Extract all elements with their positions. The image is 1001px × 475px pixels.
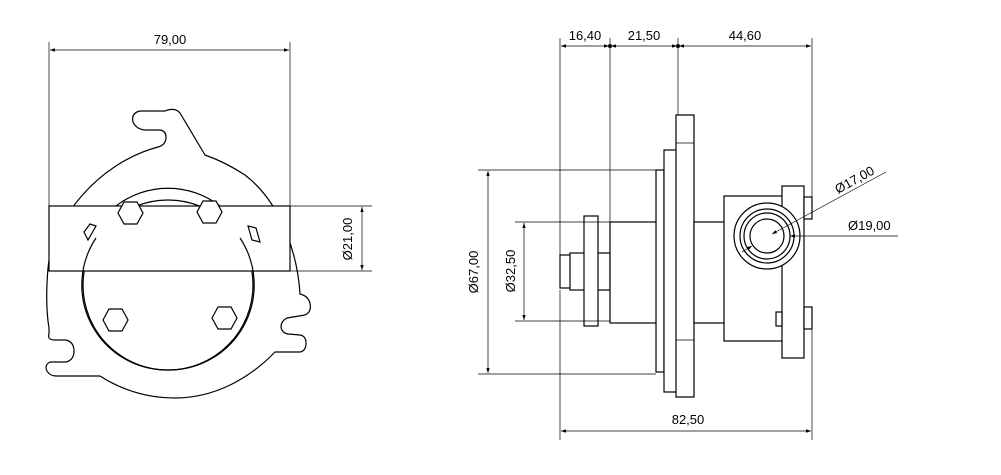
bolt-head-top-right	[196, 200, 223, 224]
housing-lower-arc	[81, 237, 255, 371]
dim-width-label: 79,00	[154, 32, 187, 47]
pump-body	[609, 221, 661, 324]
dim-hub-diameter-label: Ø32,50	[503, 250, 518, 293]
mounting-flange	[675, 114, 695, 398]
dim-overall-length-label: 82,50	[672, 412, 705, 427]
dim-shaft-diameter-label: Ø21,00	[340, 218, 355, 261]
bolt-head-bottom-left	[102, 308, 129, 332]
port-bore	[749, 218, 785, 254]
flange-plate	[655, 169, 665, 373]
front-view: 79,00 Ø21,00	[45, 32, 372, 399]
bolt-head-top-left	[117, 201, 144, 225]
rear-flange	[583, 215, 599, 327]
dim-flange-diameter-label: Ø67,00	[466, 251, 481, 294]
dim-port-outer-label: Ø19,00	[848, 218, 891, 233]
slot-right	[247, 225, 261, 243]
dim-top-label-1: 16,40	[569, 28, 602, 43]
small-stud	[775, 311, 783, 327]
leader-port-inner-tail	[741, 245, 753, 253]
slot-left	[83, 223, 97, 242]
dim-node	[676, 44, 680, 48]
front-plate-tab	[803, 196, 813, 220]
connecting-tube	[693, 221, 730, 324]
dim-port-inner-label: Ø17,00	[832, 163, 877, 197]
front-plate-tab	[803, 306, 813, 330]
dim-top-label-2: 21,50	[628, 28, 661, 43]
leader-port-inner	[771, 171, 887, 235]
mounting-bracket-outline	[45, 108, 312, 399]
dim-top-label-3: 44,60	[729, 28, 762, 43]
side-view: 16,40 21,50 44,60 Ø67,00 Ø32,50 Ø17,00 Ø…	[466, 28, 898, 440]
bolt-head-bottom-right	[211, 306, 238, 330]
housing-upper-arc	[115, 187, 221, 207]
dim-node	[608, 44, 612, 48]
